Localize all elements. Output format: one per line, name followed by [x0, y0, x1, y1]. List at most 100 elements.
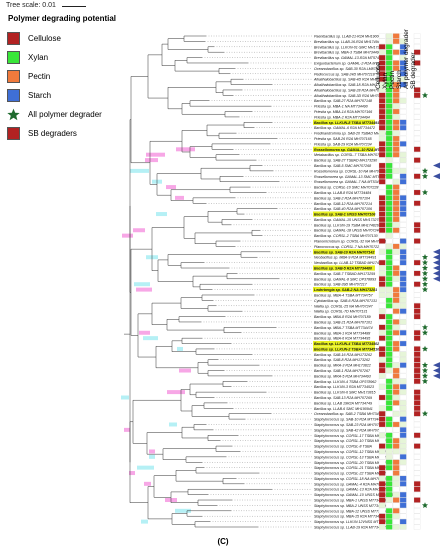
matrix-cell: [392, 362, 400, 368]
sb-cell: [413, 49, 421, 55]
matrix-cell: [385, 206, 393, 212]
matrix-cell: [399, 92, 407, 98]
legend-item-starch: Starch: [4, 86, 122, 105]
matrix-cell: [392, 211, 400, 217]
matrix-cell: [399, 405, 407, 411]
matrix-cell: [392, 222, 400, 228]
sb-cell: [413, 330, 421, 336]
cellulose-swatch: [7, 32, 20, 45]
degradation-matrix: [378, 33, 421, 530]
matrix-cell: [378, 313, 386, 320]
matrix-cell: [385, 173, 393, 179]
clade-band: [133, 228, 145, 233]
matrix-cell: [392, 438, 400, 444]
leaf-label: Bacillus sp. SAB-8 R2A MH173262: [314, 358, 370, 362]
highlighted-strain-band: [313, 340, 375, 347]
matrix-cell: [399, 146, 407, 152]
leaf-label: Alkalihalobacillus sp. SAB-18-R2A MH1732…: [313, 83, 387, 87]
leaf-label: Bacillus sp. MBA-7 TSBA MT734474: [314, 326, 373, 330]
starch-swatch: [7, 89, 20, 102]
legend-label: Xylan: [28, 53, 49, 62]
matrix-cell: [392, 157, 400, 163]
matrix-cell: [378, 502, 386, 509]
matrix-cell: [392, 189, 400, 196]
matrix-cell: [399, 292, 407, 298]
tree-scale-label: Tree scale: 0.01: [6, 2, 56, 9]
matrix-cell: [385, 162, 393, 169]
sb-cell: [413, 459, 421, 465]
sb-cell: [413, 243, 421, 250]
matrix-cell: [399, 200, 407, 206]
matrix-cell: [392, 81, 400, 88]
matrix-cell: [378, 216, 386, 223]
matrix-cell: [392, 152, 400, 158]
matrix-cell: [399, 281, 407, 287]
leaf-label: Staphylococcus sp. CORSL-8 TSBA: [314, 445, 373, 449]
sb-cell: [413, 254, 421, 260]
matrix-cell: [399, 54, 407, 61]
leaf-label: Oceanobacillus sp. SAB-30 R2A LM878432: [314, 67, 384, 71]
matrix-cell: [378, 119, 386, 125]
matrix-cell: [385, 49, 393, 55]
matrix-cell: [399, 319, 407, 325]
clade-band: [144, 481, 151, 486]
matrix-cell: [378, 519, 386, 525]
matrix-cell: [392, 276, 400, 282]
matrix-cell: [378, 265, 386, 271]
matrix-cell: [392, 400, 400, 406]
leaf-label: Neobacillus sp. LLAB-12 TSBAD MH174952: [314, 261, 385, 265]
matrix-cell: [385, 254, 393, 260]
matrix-cell: [385, 324, 393, 330]
matrix-cell: [385, 260, 393, 266]
leaf-label: Brevibacillus sp. MBA-3 TSBA MH734493: [314, 51, 381, 55]
sb-cell: [413, 367, 421, 374]
star-icon: [421, 259, 429, 266]
matrix-cell: [392, 346, 400, 352]
matrix-cell: [385, 38, 393, 44]
matrix-cell: [385, 152, 393, 158]
leaf-label: Bacillus sp. MRA-5 R2A MH734493: [314, 374, 371, 378]
matrix-cell: [399, 400, 407, 406]
column-header-starch: Starch: [396, 70, 403, 89]
matrix-cell: [392, 432, 400, 438]
matrix-cell: [385, 346, 393, 352]
matrix-cell: [378, 157, 386, 163]
leaf-label: Rossellomorea sp. GAMAL-7 NA MT534736: [314, 180, 385, 184]
matrix-cell: [392, 49, 400, 55]
matrix-cell: [392, 313, 400, 320]
sb-cell: [413, 486, 421, 492]
matrix-cell: [385, 438, 393, 444]
matrix-cell: [385, 135, 393, 142]
sb-cell: [413, 454, 421, 460]
matrix-cell: [392, 470, 400, 476]
clade-band: [141, 519, 148, 524]
clade-band: [143, 336, 158, 341]
sb-cell: [413, 319, 421, 325]
highlighted-strain-band: [313, 211, 375, 217]
matrix-cell: [378, 286, 386, 293]
matrix-cell: [392, 519, 400, 525]
matrix-cell: [378, 421, 386, 428]
triangle-icon: [433, 372, 440, 379]
matrix-cell: [399, 227, 407, 233]
sb-cell: [413, 76, 421, 82]
leaf-label: Staphylococcus sp. CORSL-13 TSBA MH70718…: [314, 455, 392, 459]
sb-cell: [413, 200, 421, 206]
sb-cell: [413, 475, 421, 482]
column-header-xylan: Xylan: [382, 72, 389, 89]
matrix-cell: [378, 427, 386, 433]
matrix-cell: [399, 173, 407, 179]
sb-cell: [413, 157, 421, 163]
matrix-cell: [385, 103, 393, 109]
sb-cell: [413, 508, 421, 514]
matrix-cell: [399, 44, 407, 50]
matrix-cell: [385, 443, 393, 449]
matrix-cell: [399, 459, 407, 465]
matrix-cell: [392, 103, 400, 109]
sb-cell: [413, 308, 421, 314]
highlighted-strain-band: [313, 265, 375, 271]
matrix-cell: [378, 351, 386, 357]
matrix-cell: [385, 114, 393, 120]
leaf-label: Staphylococcus sp. LLAB-19 R2A MT734152: [314, 526, 386, 530]
star-icon: [421, 324, 429, 330]
